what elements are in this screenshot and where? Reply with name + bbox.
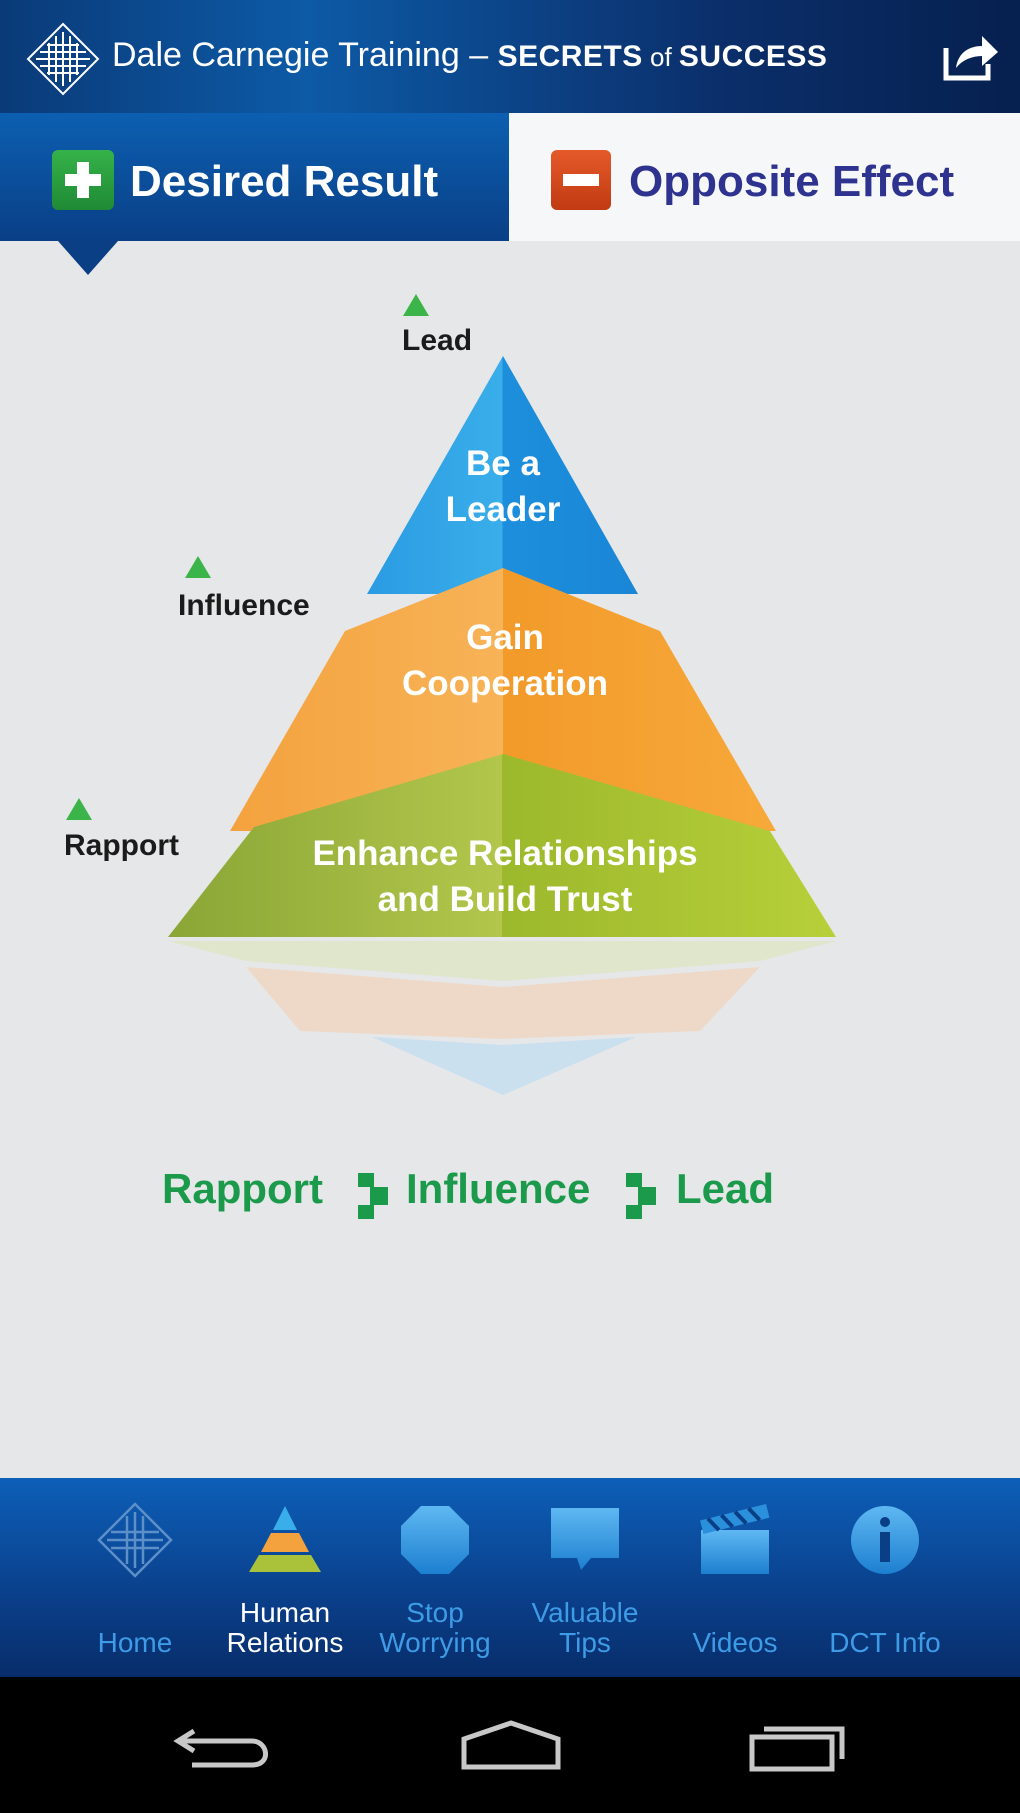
nav-videos[interactable]: Videos [660,1478,810,1677]
legend-rapport: Rapport [162,1165,323,1212]
nav-stop-worrying[interactable]: Stop Worrying [360,1478,510,1677]
system-nav-bar [0,1677,1020,1813]
nav-label-line1: Valuable [531,1597,639,1628]
app-header: Dale Carnegie Training – SECRETS of SUCC… [0,0,1020,113]
level-text-line: and Build Trust [377,880,633,919]
pyramid-reflection-blue [372,1037,636,1095]
level-text-rapport: Enhance Relationships and Build Trust [230,831,780,923]
nav-label-line1: Stop [406,1597,464,1628]
app-title: Dale Carnegie Training – SECRETS of SUCC… [112,36,827,75]
level-text-influence: Gain Cooperation [340,615,670,707]
nav-label-line2: Tips [559,1627,611,1658]
title-success: SUCCESS [678,40,828,73]
dale-carnegie-logo-icon [26,22,100,96]
nav-label-line2: DCT Info [829,1627,941,1658]
level-text-line: Cooperation [401,664,609,703]
pyramid-level-lead [367,356,638,594]
plus-icon [52,150,114,210]
up-triangle-icon [403,294,429,316]
title-of: of [642,42,679,72]
level-text-line: Leader [445,490,561,529]
tab-opposite-effect[interactable]: Opposite Effect [509,113,1020,241]
octagon-icon [401,1506,469,1574]
back-icon[interactable] [172,1717,282,1773]
up-triangle-icon [185,556,211,578]
nav-label: Valuable Tips [510,1598,660,1658]
title-secrets: SECRETS [497,40,643,73]
nav-label-line2: Relations [226,1627,344,1658]
tab-desired-result[interactable]: Desired Result [0,113,509,241]
up-triangle-icon [66,798,92,820]
nav-label-line1 [660,1598,810,1628]
share-icon[interactable] [942,32,1000,82]
nav-label: Home [60,1598,210,1658]
progression-legend: Rapport Influence Lead [0,1165,1020,1225]
home-icon[interactable] [456,1717,566,1773]
pyramid-reflection-green [168,941,836,981]
result-tabs: Desired Result Opposite Effect [0,113,1020,241]
nav-dct-info[interactable]: DCT Info [810,1478,960,1677]
pyramid-level-influence [230,568,776,831]
side-label-influence: Influence [178,589,310,622]
level-text-lead: Be a Leader [398,441,608,533]
side-label-rapport: Rapport [64,829,179,862]
nav-human-relations[interactable]: Human Relations [210,1478,360,1677]
nav-label-line1 [810,1598,960,1628]
nav-home[interactable]: Home [60,1478,210,1677]
minus-icon [551,150,611,210]
legend-lead: Lead [676,1165,775,1212]
tab-selection-pointer [58,241,118,275]
nav-label: Human Relations [210,1598,360,1658]
pyramid-reflection-orange [246,967,760,1039]
step-arrow-icon [358,1173,388,1219]
home-logo-icon [97,1502,173,1578]
nav-label-line1: Human [239,1597,331,1628]
pyramid-level-rapport [168,754,836,937]
nav-label-line2: Videos [692,1627,778,1658]
legend-influence: Influence [406,1165,591,1212]
speech-bubble-icon [551,1508,619,1570]
recents-icon[interactable] [746,1717,856,1773]
pyramid-icon [249,1506,321,1572]
nav-label: Stop Worrying [360,1598,510,1658]
side-label-lead: Lead [402,324,473,357]
info-icon [851,1506,919,1574]
clapperboard-icon [700,1504,770,1574]
level-text-line: Be a [466,444,540,483]
nav-label: DCT Info [810,1598,960,1658]
pyramid-graphic [168,356,836,1095]
tab-label: Desired Result [130,157,439,206]
nav-label-line2: Worrying [379,1627,491,1658]
bottom-nav: Home Human Relations Stop Worrying Valua [0,1478,1020,1677]
step-arrow-icon [626,1173,656,1219]
tab-label: Opposite Effect [629,157,955,206]
title-main: Dale Carnegie Training – [112,36,498,74]
pyramid-diagram: Be a Leader Gain Cooperation Enhance Rel… [0,241,1020,1121]
level-text-line: Gain [466,618,544,657]
nav-valuable-tips[interactable]: Valuable Tips [510,1478,660,1677]
level-text-line: Enhance Relationships [312,834,698,873]
nav-label-line1 [60,1598,210,1628]
nav-label-line2: Home [97,1627,173,1658]
nav-label: Videos [660,1598,810,1658]
